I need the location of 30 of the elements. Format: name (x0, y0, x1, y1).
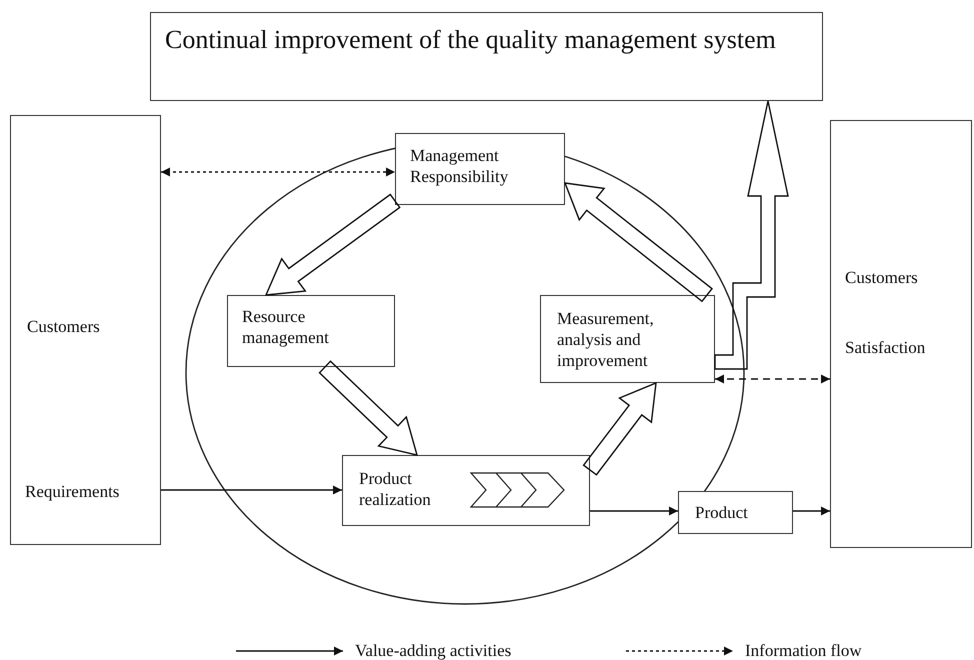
title-box (150, 12, 823, 101)
arrow (590, 506, 678, 516)
box-label: Customers (27, 316, 100, 337)
box-label: Product realization (359, 468, 432, 510)
legend-label: Value-adding activities (355, 641, 512, 660)
dashed-arrow (161, 168, 395, 176)
process-box (227, 295, 395, 367)
customer-box (10, 115, 161, 545)
process-box (342, 455, 590, 526)
box-label: Customers (845, 267, 918, 288)
box-label: Measurement, analysis and improvement (557, 308, 655, 371)
block-arrow (318, 360, 418, 456)
block-arrow (564, 182, 713, 302)
block-arrow (582, 382, 657, 476)
dashed-arrow (715, 374, 830, 384)
legend-label: Information flow (745, 641, 862, 660)
block-arrow (264, 194, 401, 296)
arrow (161, 486, 342, 494)
arrow (793, 506, 830, 516)
box-label: Satisfaction (845, 337, 926, 358)
box-label: Product (695, 502, 748, 523)
process-box (395, 133, 565, 205)
box-label: Requirements (25, 481, 120, 502)
output-box (678, 491, 793, 534)
title-text: Continual improvement of the quality management system (165, 25, 776, 55)
block-arrow (714, 100, 789, 370)
process-box (540, 295, 715, 383)
box-label: Management Responsibility (410, 145, 510, 187)
customer-box (830, 120, 972, 548)
box-label: Resource management (242, 306, 330, 348)
